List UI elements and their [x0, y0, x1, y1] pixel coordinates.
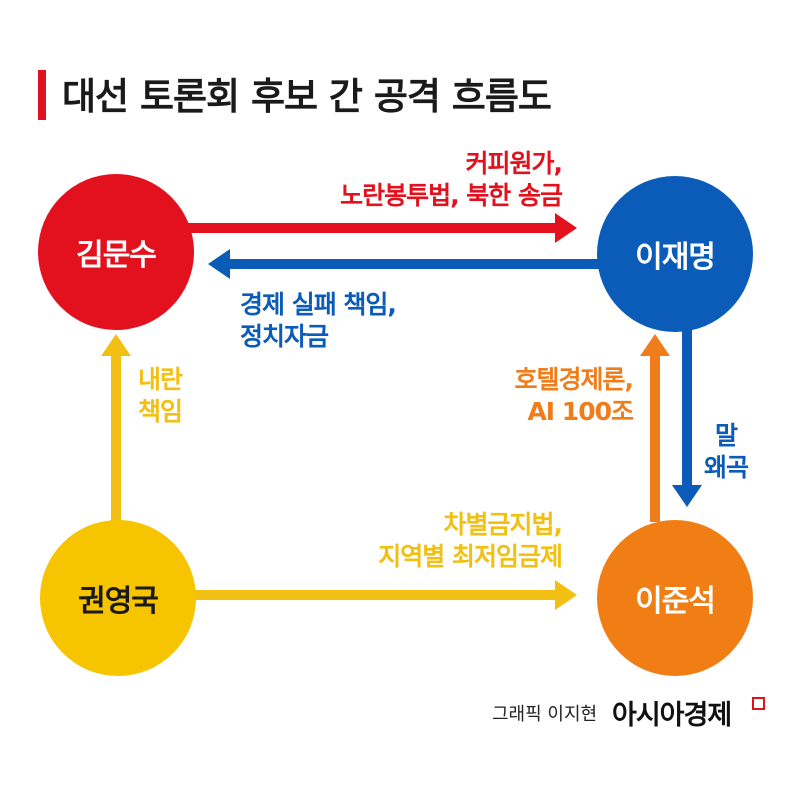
- label-lee-js-to-lee-jm-line-1: 호텔경제론,: [514, 365, 634, 394]
- label-kim-to-lee-jm-line-1: 커피원가,: [465, 149, 563, 178]
- brand-mark-icon: [752, 697, 765, 710]
- page-title: 대선 토론회 후보 간 공격 흐름도: [62, 75, 552, 118]
- label-lee-jm-to-kim-line-1: 경제 실패 책임,: [240, 290, 397, 319]
- brand-logo-text: 아시아경제: [612, 700, 732, 731]
- arrow-lee-jm-to-lee-js: [672, 315, 702, 507]
- label-kim-to-lee-jm: 커피원가, 노란봉투법, 북한 송금: [340, 148, 563, 212]
- node-kim-moon-soo: 김문수: [38, 174, 194, 330]
- label-lee-jm-to-kim: 경제 실패 책임, 정치자금: [240, 289, 397, 353]
- label-lee-jm-to-lee-js-line-2: 왜곡: [704, 453, 749, 482]
- node-kwon-label: 권영국: [78, 584, 159, 619]
- label-kwon-to-lee-js-line-2: 지역별 최저임금제: [378, 542, 563, 571]
- label-kim-to-lee-jm-line-2: 노란봉투법, 북한 송금: [340, 181, 563, 210]
- arrow-lee-jm-to-kim: [208, 249, 626, 279]
- node-lee-jae-myung: 이재명: [597, 176, 753, 332]
- arrow-kwon-to-lee-js: [185, 580, 577, 610]
- node-lee-js-label: 이준석: [635, 584, 716, 619]
- label-kwon-to-lee-js: 차별금지법, 지역별 최저임금제: [378, 509, 563, 573]
- title-accent-bar: [38, 70, 46, 120]
- label-kwon-to-kim: 내란 책임: [138, 364, 183, 428]
- label-lee-jm-to-lee-js-line-1: 말: [715, 421, 738, 450]
- label-lee-jm-to-lee-js: 말 왜곡: [704, 420, 749, 484]
- label-lee-js-to-lee-jm-line-2: AI 100조: [527, 397, 634, 426]
- graphic-credit: 그래픽 이지현: [492, 704, 598, 725]
- arrow-kwon-to-kim: [101, 334, 131, 522]
- label-lee-jm-to-kim-line-2: 정치자금: [240, 322, 329, 351]
- node-kim-label: 김문수: [76, 238, 157, 273]
- arrow-lee-js-to-lee-jm: [640, 334, 670, 522]
- node-lee-jm-label: 이재명: [635, 240, 716, 275]
- label-kwon-to-kim-line-2: 책임: [138, 397, 183, 426]
- label-kwon-to-kim-line-1: 내란: [138, 365, 183, 394]
- node-lee-jun-seok: 이준석: [597, 520, 753, 676]
- arrow-kim-to-lee-jm: [175, 213, 577, 243]
- label-kwon-to-lee-js-line-1: 차별금지법,: [443, 510, 563, 539]
- label-lee-js-to-lee-jm: 호텔경제론, AI 100조: [515, 364, 634, 428]
- node-kwon-young-kook: 권영국: [40, 520, 196, 676]
